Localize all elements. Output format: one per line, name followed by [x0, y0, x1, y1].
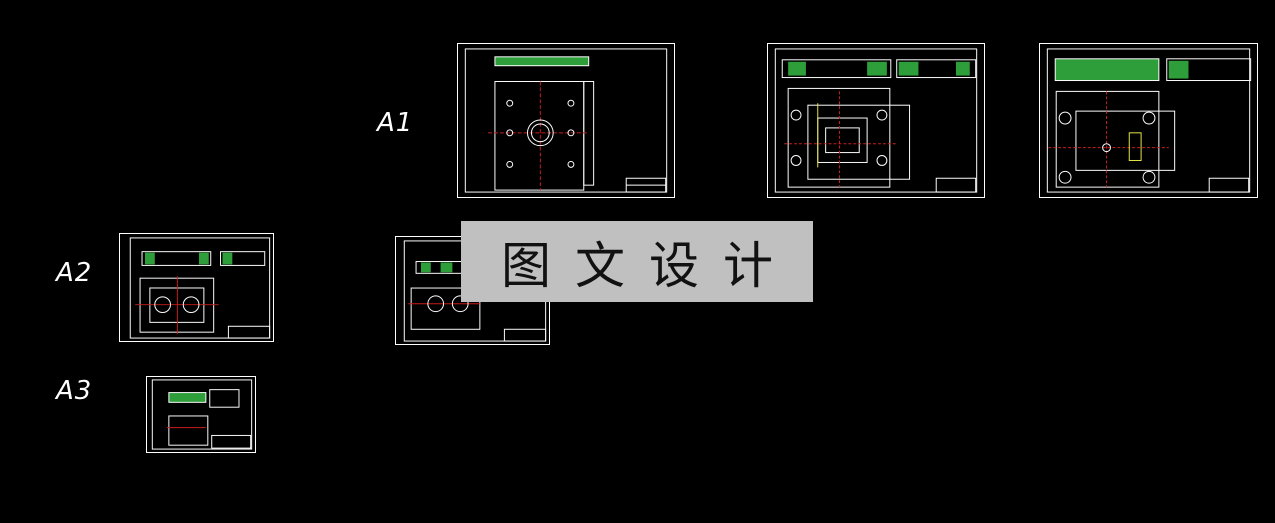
label-a2: A2: [56, 258, 93, 288]
watermark-text: 图文设计: [501, 236, 797, 295]
watermark-overlay: 图文设计: [461, 221, 813, 302]
drawing-sheet-a1-2[interactable]: [767, 43, 985, 198]
drawing-sheet-a1-3[interactable]: [1039, 43, 1258, 198]
label-a1: A1: [377, 108, 414, 138]
mold-assembly-drawing-icon: [1046, 48, 1252, 193]
plate-drawing-icon: [464, 48, 668, 193]
label-a3: A3: [56, 376, 93, 406]
mold-assembly-drawing-icon: [774, 48, 978, 193]
drawing-sheet-a1-1[interactable]: [457, 43, 675, 198]
part-drawing-icon: [129, 237, 271, 339]
drawing-sheet-a2-1[interactable]: [119, 233, 274, 342]
drawing-sheet-a3-1[interactable]: [146, 376, 256, 453]
part-drawing-icon: [151, 379, 253, 450]
